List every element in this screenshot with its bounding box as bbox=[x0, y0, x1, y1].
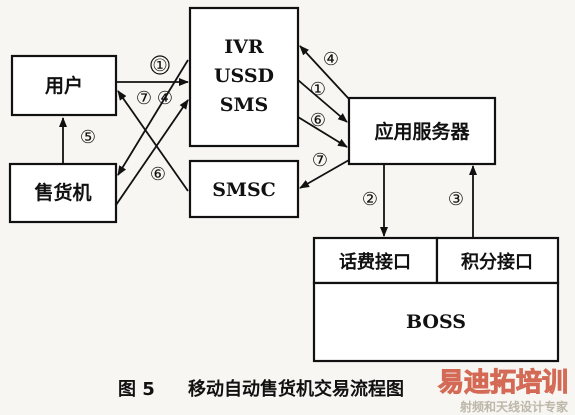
watermark-brand: 易迪拓培训 bbox=[438, 368, 568, 398]
application-server-label: 应用服务器 bbox=[374, 120, 470, 143]
svg-text:③: ③ bbox=[448, 189, 464, 210]
arrow-vending-to-ivr bbox=[115, 99, 189, 206]
ivr-ussd-sms-node: IVR USSD SMS bbox=[188, 6, 300, 148]
arrow-ivr-to-server-1 bbox=[297, 79, 348, 123]
ivr-label: IVR bbox=[224, 36, 264, 58]
step-5-marker: ⑤ bbox=[80, 127, 96, 148]
step-4-marker-user: ④ bbox=[157, 88, 173, 109]
arrow-server-to-ivr bbox=[299, 45, 350, 100]
vending-machine-label: 售货机 bbox=[33, 181, 91, 204]
svg-text:④: ④ bbox=[323, 49, 339, 70]
vending-machine-node: 售货机 bbox=[8, 162, 118, 224]
step-6-marker-vending: ⑥ bbox=[150, 164, 166, 185]
arrow-ivr-to-server-6 bbox=[297, 116, 348, 148]
application-server-node: 应用服务器 bbox=[347, 96, 497, 166]
step-2-marker: ② bbox=[362, 189, 378, 210]
arrow-smsc-to-user bbox=[117, 90, 189, 192]
boss-label: BOSS bbox=[406, 311, 466, 333]
smsc-node: SMSC bbox=[188, 159, 300, 219]
svg-text:①: ① bbox=[310, 79, 326, 100]
smsc-label: SMSC bbox=[212, 179, 276, 201]
step-7-marker-server: ⑦ bbox=[312, 150, 328, 171]
step-3-marker: ③ bbox=[448, 189, 464, 210]
sms-label: SMS bbox=[220, 94, 268, 116]
figure-title: 移动自动售货机交易流程图 bbox=[188, 378, 404, 400]
svg-text:①: ① bbox=[152, 56, 167, 76]
step-1-marker-server: ① bbox=[310, 79, 326, 100]
arrow-ivr-to-vending bbox=[117, 59, 189, 176]
billing-interface-node: 话费接口 bbox=[312, 236, 439, 285]
watermark-subtitle: 射频和天线设计专家 bbox=[459, 399, 569, 414]
svg-text:②: ② bbox=[362, 189, 378, 210]
user-label: 用户 bbox=[45, 74, 83, 97]
points-interface-node: 积分接口 bbox=[435, 236, 560, 285]
svg-text:④: ④ bbox=[157, 88, 173, 109]
user-node: 用户 bbox=[10, 54, 118, 117]
watermark: 易迪拓培训 射频和天线设计专家 bbox=[437, 368, 569, 415]
step-6-marker-server: ⑥ bbox=[310, 110, 326, 131]
svg-text:⑦: ⑦ bbox=[136, 88, 152, 109]
svg-text:⑥: ⑥ bbox=[310, 110, 326, 131]
svg-text:⑤: ⑤ bbox=[80, 127, 96, 148]
step-7-marker-user: ⑦ bbox=[136, 88, 152, 109]
billing-interface-label: 话费接口 bbox=[339, 251, 411, 273]
boss-node: BOSS bbox=[312, 281, 560, 363]
ussd-label: USSD bbox=[214, 65, 274, 87]
figure-number: 图 5 bbox=[118, 379, 155, 400]
svg-text:⑥: ⑥ bbox=[150, 164, 166, 185]
arrow-server-to-smsc bbox=[299, 159, 350, 189]
step-4-marker-server: ④ bbox=[323, 49, 339, 70]
svg-text:⑦: ⑦ bbox=[312, 150, 328, 171]
points-interface-label: 积分接口 bbox=[461, 251, 533, 273]
step-1-marker-user: ① bbox=[150, 55, 170, 76]
